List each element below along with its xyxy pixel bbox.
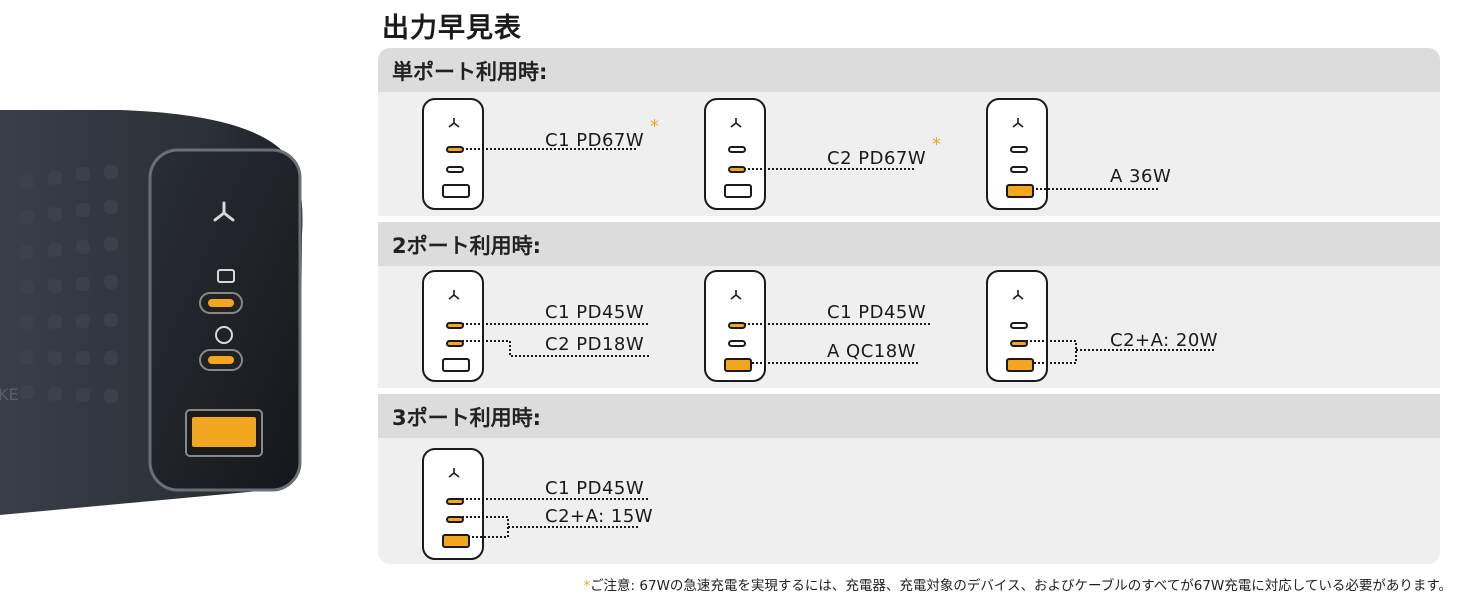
- section-heading: 単ポート利用時:: [392, 60, 548, 84]
- output-label: C1 PD45W: [545, 478, 645, 499]
- section-body-two-port: [378, 266, 1440, 388]
- charger-diagram: [986, 270, 1048, 382]
- charger-product-photo: KE: [0, 110, 303, 515]
- section-header-single-port: 単ポート利用時:: [378, 48, 1440, 92]
- usb-a-port: [442, 184, 470, 198]
- output-label: C1 PD67W: [545, 130, 645, 151]
- usb-c1-port: [728, 146, 746, 153]
- section-heading: 3ポート利用時:: [392, 406, 542, 430]
- output-table-panel: 単ポート利用時: 2ポート利用時: 3ポート利用時:: [378, 48, 1440, 564]
- asterisk-mark: *: [583, 578, 591, 594]
- brand-logo-icon: [448, 290, 460, 300]
- page-title: 出力早見表: [382, 13, 522, 44]
- brand-logo-icon: [730, 290, 742, 300]
- brand-logo-icon: [730, 118, 742, 128]
- usb-c2-port: [446, 516, 464, 523]
- usb-c1-port: [446, 322, 464, 329]
- section-header-two-port: 2ポート利用時:: [378, 222, 1440, 266]
- footnote-text: ご注意: 67Wの急速充電を実現するには、充電器、充電対象のデバイス、およびケー…: [590, 578, 1452, 594]
- footnote: *ご注意: 67Wの急速充電を実現するには、充電器、充電対象のデバイス、およびケ…: [583, 574, 1452, 594]
- output-label: C2+A: 20W: [1110, 330, 1219, 351]
- output-label: A QC18W: [827, 341, 916, 362]
- charger-diagram: [422, 448, 484, 560]
- usb-c1-port: [446, 146, 464, 153]
- usb-a-port: [1006, 184, 1034, 198]
- usb-c2-port: [728, 340, 746, 347]
- charger-diagram: [704, 270, 766, 382]
- output-label: C1 PD45W: [545, 302, 645, 323]
- section-heading: 2ポート利用時:: [392, 234, 542, 258]
- usb-a-port: [442, 358, 470, 372]
- usb-a-port: [442, 534, 470, 548]
- product-brand-lettering: KE: [0, 385, 19, 404]
- section-header-three-port: 3ポート利用時:: [378, 394, 1440, 438]
- charger-diagram: [986, 98, 1048, 210]
- usb-c1-port: [728, 322, 746, 329]
- brand-logo-icon: [448, 468, 460, 478]
- asterisk-mark: *: [932, 134, 941, 155]
- usb-c1-port: [446, 498, 464, 505]
- output-label: A 36W: [1110, 166, 1172, 187]
- charger-diagram: [704, 98, 766, 210]
- usb-c1-port: [1010, 146, 1028, 153]
- brand-logo-icon: [448, 118, 460, 128]
- output-label: C2 PD67W: [827, 148, 927, 169]
- usb-a-port: [724, 358, 752, 372]
- usb-c2-port: [1010, 340, 1028, 347]
- section-body-three-port: [378, 438, 1440, 564]
- usb-c1-port: [1010, 322, 1028, 329]
- output-label: C2+A: 15W: [545, 506, 654, 527]
- charger-diagram: [422, 270, 484, 382]
- usb-c2-port: [446, 166, 464, 173]
- usb-a-port: [724, 184, 752, 198]
- output-label: C2 PD18W: [545, 334, 645, 355]
- section-body-single-port: [378, 92, 1440, 216]
- usb-c2-port: [1010, 166, 1028, 173]
- brand-logo-icon: [1012, 290, 1024, 300]
- usb-a-port: [1006, 358, 1034, 372]
- usb-c2-port: [728, 166, 746, 173]
- brand-logo-icon: [1012, 118, 1024, 128]
- asterisk-mark: *: [650, 116, 659, 137]
- charger-diagram: [422, 98, 484, 210]
- usb-c2-port: [446, 340, 464, 347]
- output-label: C1 PD45W: [827, 302, 927, 323]
